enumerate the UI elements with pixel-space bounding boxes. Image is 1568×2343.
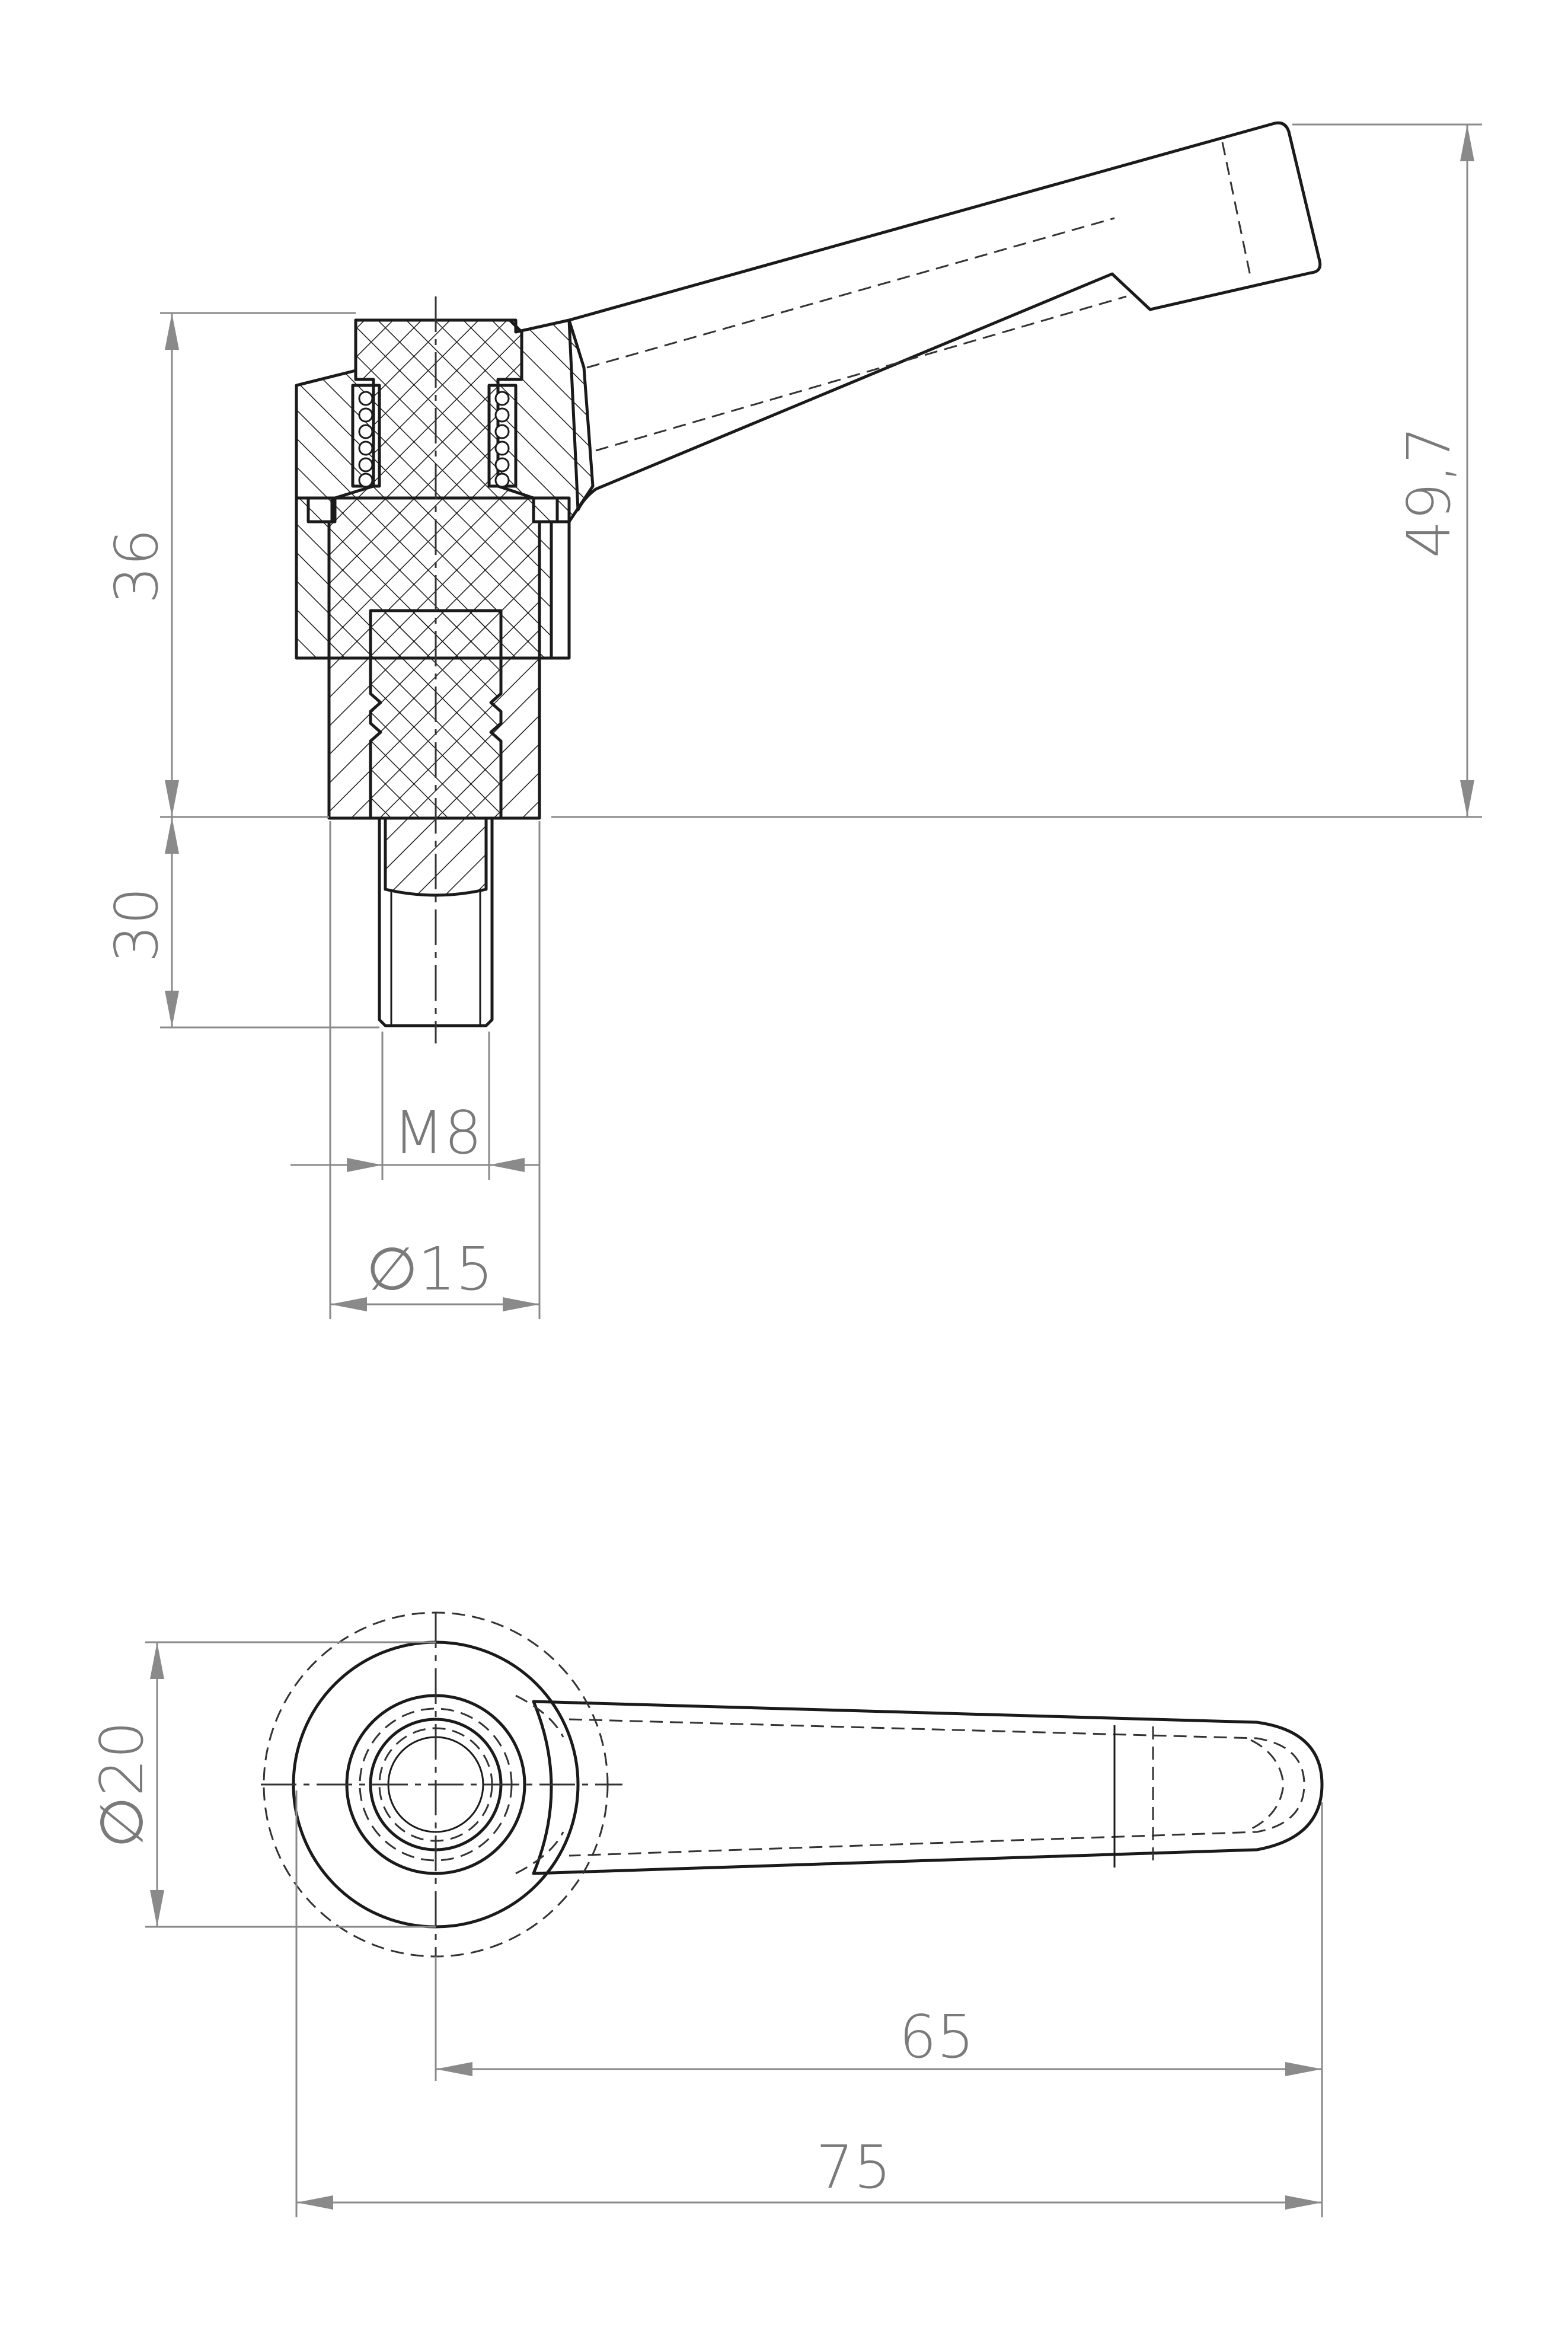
dim-total-length: 75 — [816, 2133, 891, 2202]
dim-height-thread: 30 — [102, 887, 171, 962]
sleeve — [295, 496, 571, 660]
lever-top-outline — [532, 1700, 1324, 1875]
top-view: ∅20 65 75 — [87, 1611, 1324, 2217]
side-section-view: 36 30 49,7 M8 ∅15 — [102, 121, 1482, 1319]
lever-arm — [567, 121, 1322, 512]
dim-handle-length: 65 — [899, 2002, 974, 2071]
lever-top-hidden — [569, 1718, 1305, 1857]
hub-lever-joint — [515, 1694, 564, 1875]
dim-thread: M8 — [393, 1098, 482, 1167]
lever-hidden-edge — [586, 142, 1252, 452]
spring-right — [487, 384, 518, 488]
spring-left — [351, 384, 381, 488]
dim-shank-diameter: ∅15 — [366, 1234, 493, 1304]
sleeve-notch-right — [532, 496, 559, 523]
dim-height-upper: 36 — [102, 528, 171, 604]
lever-tip-hidden — [1250, 1739, 1285, 1830]
dim-height-total: 49,7 — [1394, 426, 1464, 558]
sleeve-notch-left — [306, 496, 334, 523]
dim-head-diameter: ∅20 — [87, 1721, 157, 1848]
